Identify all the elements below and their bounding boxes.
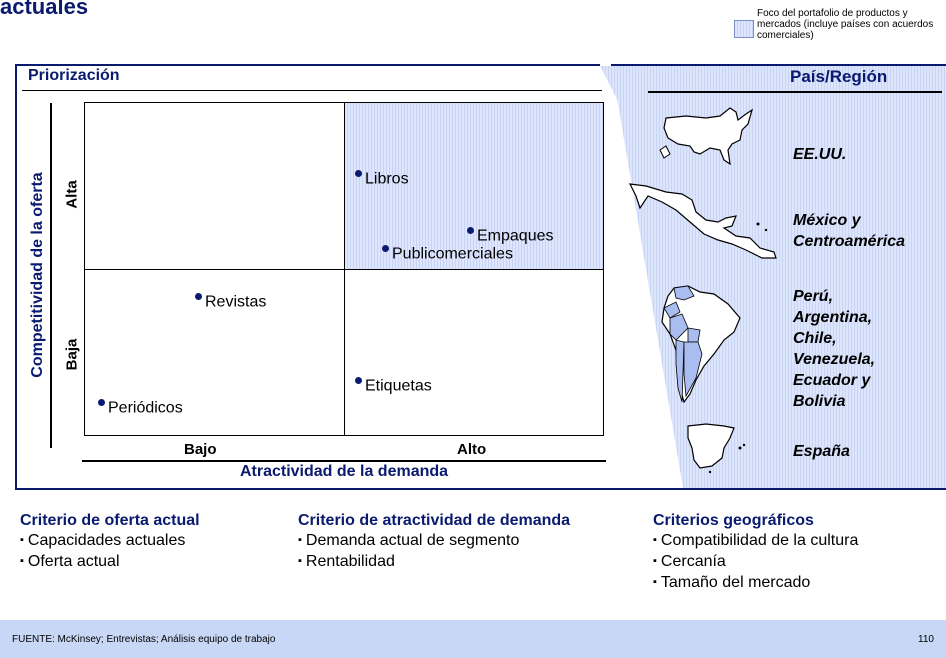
item-label: Periódicos: [108, 399, 183, 417]
y-label-baja: Baja: [63, 338, 81, 371]
region-panel-shading: [600, 66, 946, 488]
region-line: Venezuela,: [793, 351, 876, 368]
south-america-map-icon: [654, 284, 744, 404]
bullet-dot: [382, 245, 389, 252]
item-etiquetas: Etiquetas: [355, 377, 432, 395]
x-label-bajo: Bajo: [184, 441, 217, 458]
criteria-item: Rentabilidad: [298, 551, 570, 572]
bullet-dot: [195, 293, 202, 300]
item-revistas: Revistas: [195, 293, 266, 311]
bullet-dot: [355, 377, 362, 384]
pais-region-rule: [648, 91, 942, 93]
item-label: Etiquetas: [365, 377, 432, 395]
x-axis-title: Atractividad de la demanda: [239, 463, 449, 480]
region-mexico: México y Centroamérica: [793, 210, 905, 252]
item-label: Libros: [365, 170, 409, 188]
y-label-alta: Alta: [63, 180, 81, 209]
region-line: Ecuador y: [793, 372, 871, 389]
item-libros: Libros: [355, 170, 409, 188]
page-number: 110: [918, 634, 934, 645]
criteria-item: Oferta actual: [20, 551, 200, 572]
item-publicomerciales: Publicomerciales: [382, 245, 513, 263]
frame-left: [15, 64, 17, 489]
region-eeuu: EE.UU.: [793, 146, 847, 163]
region-line: México y: [793, 212, 861, 229]
usa-map-icon: [656, 100, 756, 170]
item-empaques: Empaques: [467, 227, 554, 245]
spain-map-icon: [684, 420, 750, 474]
region-line: Chile,: [793, 330, 837, 347]
criteria-oferta: Criterio de oferta actual Capacidades ac…: [20, 512, 200, 572]
legend-swatch: [734, 20, 754, 38]
y-axis-line: [50, 103, 52, 448]
criteria-item: Tamaño del mercado: [653, 572, 858, 593]
mexico-centroamerica-map-icon: [626, 178, 786, 264]
item-label: Publicomerciales: [392, 245, 513, 263]
priorizacion-rule: [22, 90, 602, 91]
criteria-title: Criterio de atractividad de demanda: [298, 512, 571, 529]
bullet-dot: [98, 399, 105, 406]
region-line: Perú,: [793, 288, 834, 305]
criteria-item: Capacidades actuales: [20, 530, 200, 551]
region-line: Argentina,: [793, 309, 873, 326]
page-title: actuales: [0, 0, 89, 19]
matrix-horizontal-divider: [84, 269, 604, 270]
footer-source: FUENTE: McKinsey; Entrevistas; Análisis …: [12, 634, 276, 645]
x-label-alto: Alto: [457, 441, 487, 458]
region-south-america: Perú, Argentina, Chile, Venezuela, Ecuad…: [793, 286, 875, 412]
bullet-dot: [355, 170, 362, 177]
criteria-item: Demanda actual de segmento: [298, 530, 570, 551]
item-periodicos: Periódicos: [98, 399, 183, 417]
criteria-title: Criterio de oferta actual: [20, 512, 200, 529]
pais-region-heading: País/Región: [790, 67, 888, 86]
criteria-demanda: Criterio de atractividad de demanda Dema…: [298, 512, 570, 572]
footer-bar: [0, 620, 946, 658]
focus-quadrant-shading: [345, 103, 603, 269]
frame-top-right: [611, 64, 946, 66]
region-espana: España: [793, 443, 850, 460]
criteria-item: Compatibilidad de la cultura: [653, 530, 858, 551]
criteria-geo: Criterios geográficos Compatibilidad de …: [653, 512, 858, 593]
frame-bottom: [15, 488, 946, 490]
bullet-dot: [467, 227, 474, 234]
criteria-item: Cercanía: [653, 551, 858, 572]
item-label: Empaques: [477, 227, 554, 245]
legend-text: Foco del portafolio de productos y merca…: [757, 8, 934, 41]
priorizacion-heading: Priorización: [28, 67, 120, 84]
region-line: Centroamérica: [793, 233, 906, 250]
criteria-title: Criterios geográficos: [653, 512, 814, 529]
frame-top-left: [15, 64, 600, 66]
region-line: Bolivia: [793, 393, 846, 410]
y-axis-title: Competitividad de la oferta: [29, 172, 46, 378]
item-label: Revistas: [205, 293, 267, 311]
x-axis-line: [82, 460, 606, 462]
